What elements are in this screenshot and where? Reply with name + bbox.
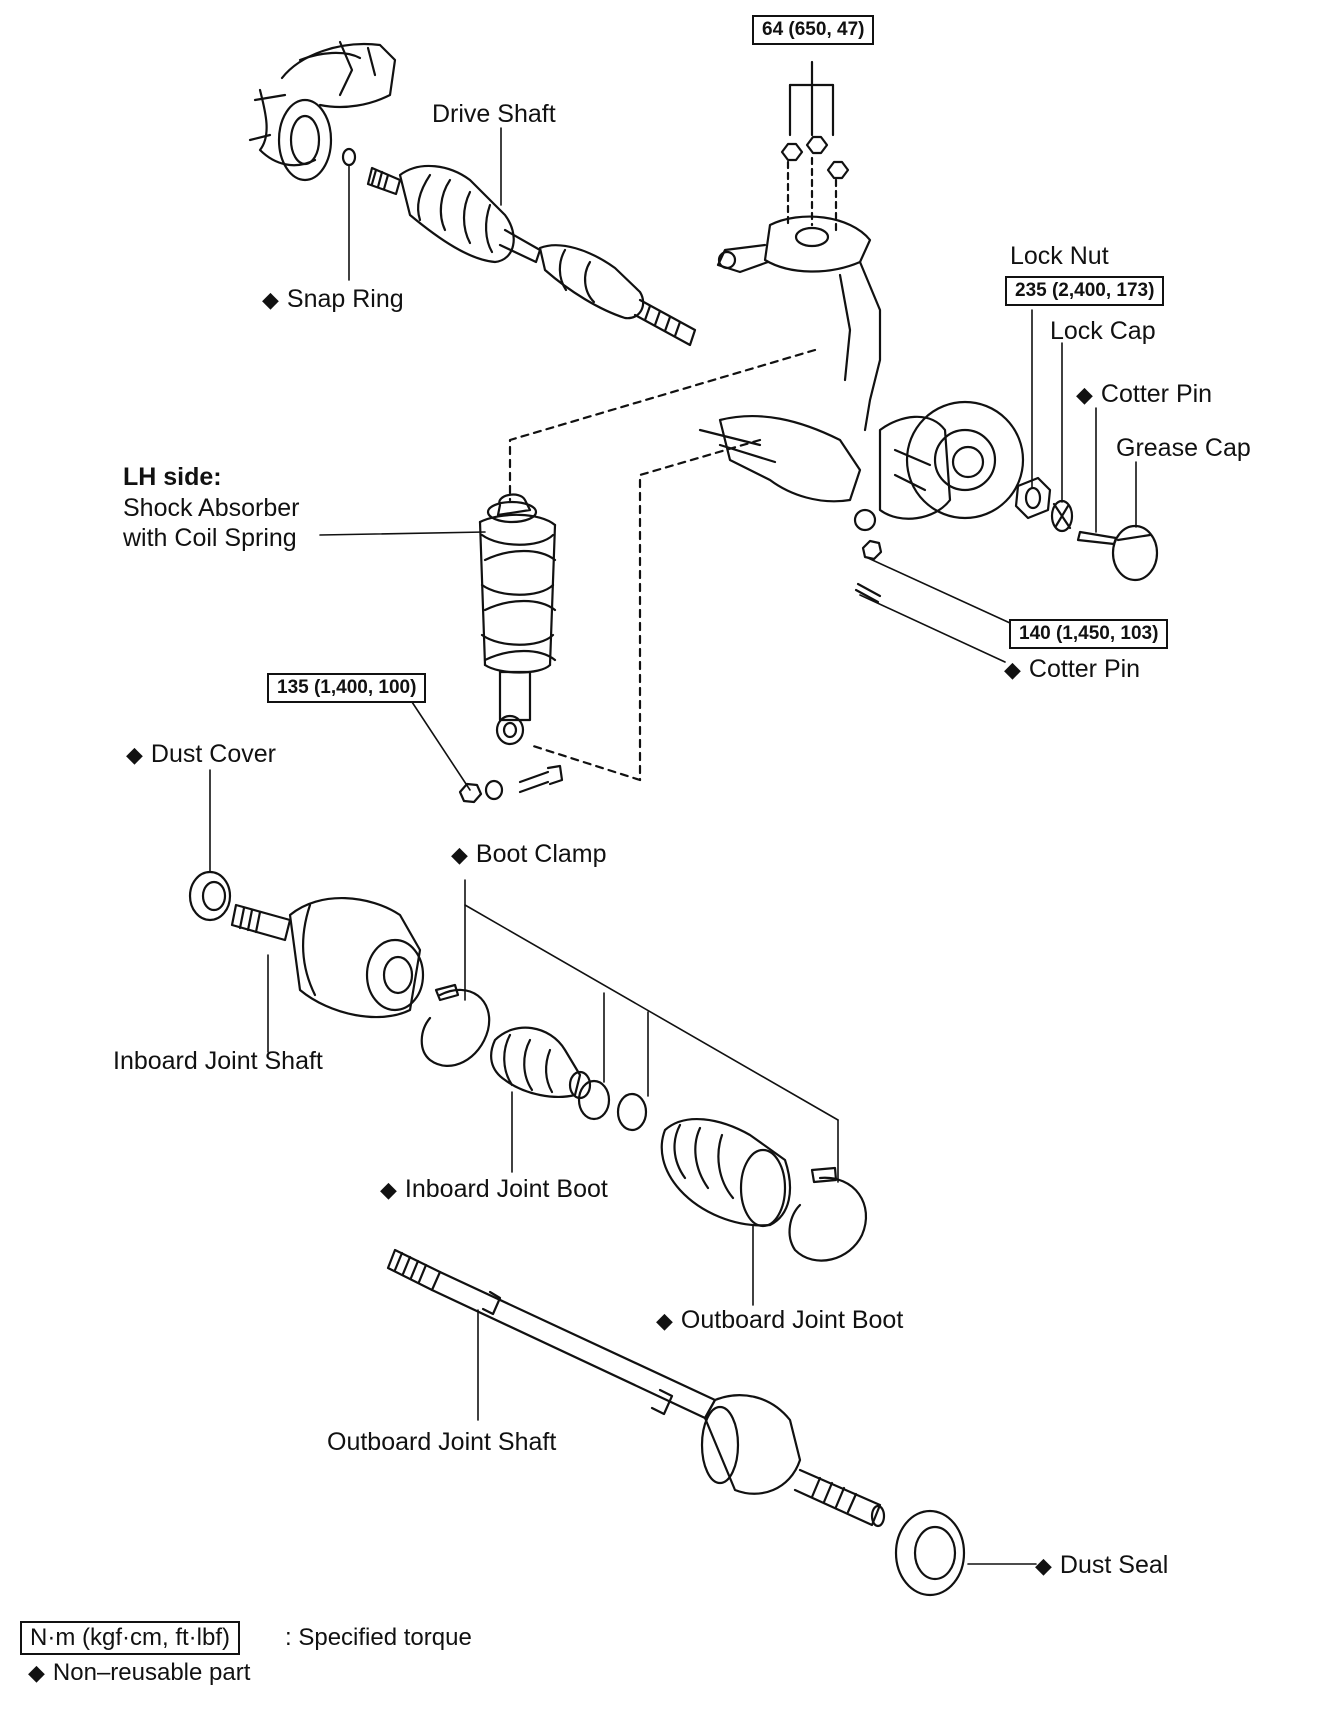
label-drive-shaft: Drive Shaft <box>432 100 556 128</box>
torque-shock-lower-value: 135 (1,400, 100) <box>277 677 417 698</box>
nonreusable-diamond-icon: ◆ <box>126 742 143 767</box>
nonreusable-diamond-icon: ◆ <box>262 287 279 312</box>
label-cotter-pin-hub: ◆ Cotter Pin <box>1076 380 1212 409</box>
label-lh-side: LH side: <box>123 463 222 491</box>
lock-cap-part <box>1050 499 1074 533</box>
nonreusable-diamond-icon: ◆ <box>451 842 468 867</box>
label-dust-seal: ◆ Dust Seal <box>1035 1551 1168 1580</box>
lower-bolt-nut <box>458 764 564 804</box>
label-snap-ring-text: Snap Ring <box>286 285 404 313</box>
torque-box-tie-rod: 140 (1,450, 103) <box>1009 619 1169 649</box>
legend-nonreusable: ◆ Non–reusable part <box>28 1658 250 1688</box>
dust-seal-part <box>894 1509 966 1597</box>
label-lock-nut: Lock Nut <box>1010 242 1109 270</box>
boot-clamp-small-2 <box>616 1092 648 1132</box>
label-cotter-pin-lower-text: Cotter Pin <box>1028 655 1141 683</box>
torque-box-lock-nut: 235 (2,400, 173) <box>1005 276 1165 306</box>
torque-lock-nut-value: 235 (2,400, 173) <box>1015 280 1155 301</box>
label-shock-absorber: Shock Absorber <box>123 494 300 522</box>
outboard-joint-shaft-part <box>386 1248 886 1528</box>
label-inboard-joint-boot: ◆ Inboard Joint Boot <box>380 1175 608 1204</box>
label-dust-seal-text: Dust Seal <box>1059 1551 1169 1579</box>
nonreusable-diamond-icon: ◆ <box>28 1660 45 1685</box>
label-boot-clamp: ◆ Boot Clamp <box>451 840 607 869</box>
label-with-coil-spring: with Coil Spring <box>123 524 297 552</box>
label-outboard-joint-boot-text: Outboard Joint Boot <box>680 1306 904 1334</box>
inboard-joint-shaft-part <box>230 897 425 1019</box>
label-snap-ring: ◆ Snap Ring <box>262 285 404 314</box>
label-lock-cap: Lock Cap <box>1050 317 1156 345</box>
shock-absorber-part <box>478 493 557 746</box>
label-outboard-joint-shaft: Outboard Joint Shaft <box>327 1428 557 1456</box>
torque-box-top: 64 (650, 47) <box>752 15 875 45</box>
label-dust-cover: ◆ Dust Cover <box>126 740 276 769</box>
grease-cap-part <box>1111 524 1159 582</box>
cotter-pin-hub-part <box>1076 530 1118 546</box>
leader-lines <box>209 127 1137 1565</box>
nonreusable-diamond-icon: ◆ <box>1035 1553 1052 1578</box>
nonreusable-diamond-icon: ◆ <box>656 1308 673 1333</box>
outboard-joint-boot-part <box>660 1117 792 1228</box>
label-cotter-pin-lower: ◆ Cotter Pin <box>1004 655 1140 684</box>
legend-nonreusable-text: Non–reusable part <box>52 1659 251 1686</box>
boot-clamp-large <box>420 983 491 1067</box>
dust-cover-part <box>188 870 232 922</box>
drive-shaft-part <box>366 164 697 347</box>
dashed-guides <box>508 348 817 782</box>
inboard-joint-boot-part <box>490 1026 592 1100</box>
legend-unit-box: N·m (kgf·cm, ft·lbf) <box>20 1621 240 1655</box>
nonreusable-diamond-icon: ◆ <box>380 1177 397 1202</box>
label-cotter-pin-hub-text: Cotter Pin <box>1100 380 1213 408</box>
legend-unit-text: N·m (kgf·cm, ft·lbf) <box>30 1624 230 1651</box>
label-boot-clamp-text: Boot Clamp <box>475 840 607 868</box>
torque-box-shock-lower: 135 (1,400, 100) <box>267 673 427 703</box>
label-outboard-joint-boot: ◆ Outboard Joint Boot <box>656 1306 903 1335</box>
lock-nut-part <box>1014 476 1052 520</box>
label-inboard-joint-shaft: Inboard Joint Shaft <box>113 1047 323 1075</box>
label-grease-cap: Grease Cap <box>1116 434 1251 462</box>
legend-unit-desc: : Specified torque <box>285 1624 472 1651</box>
label-dust-cover-text: Dust Cover <box>150 740 276 768</box>
nonreusable-diamond-icon: ◆ <box>1076 382 1093 407</box>
label-inboard-joint-boot-text: Inboard Joint Boot <box>404 1175 608 1203</box>
boot-clamp-small-1 <box>577 1079 611 1121</box>
boot-clamp-outboard <box>788 1166 868 1262</box>
torque-top-value: 64 (650, 47) <box>762 19 865 40</box>
transmission-housing <box>248 40 397 182</box>
torque-tie-rod-value: 140 (1,450, 103) <box>1019 623 1159 644</box>
steering-knuckle-assembly <box>698 60 1025 604</box>
snap-ring-part <box>341 147 357 167</box>
nonreusable-diamond-icon: ◆ <box>1004 657 1021 682</box>
